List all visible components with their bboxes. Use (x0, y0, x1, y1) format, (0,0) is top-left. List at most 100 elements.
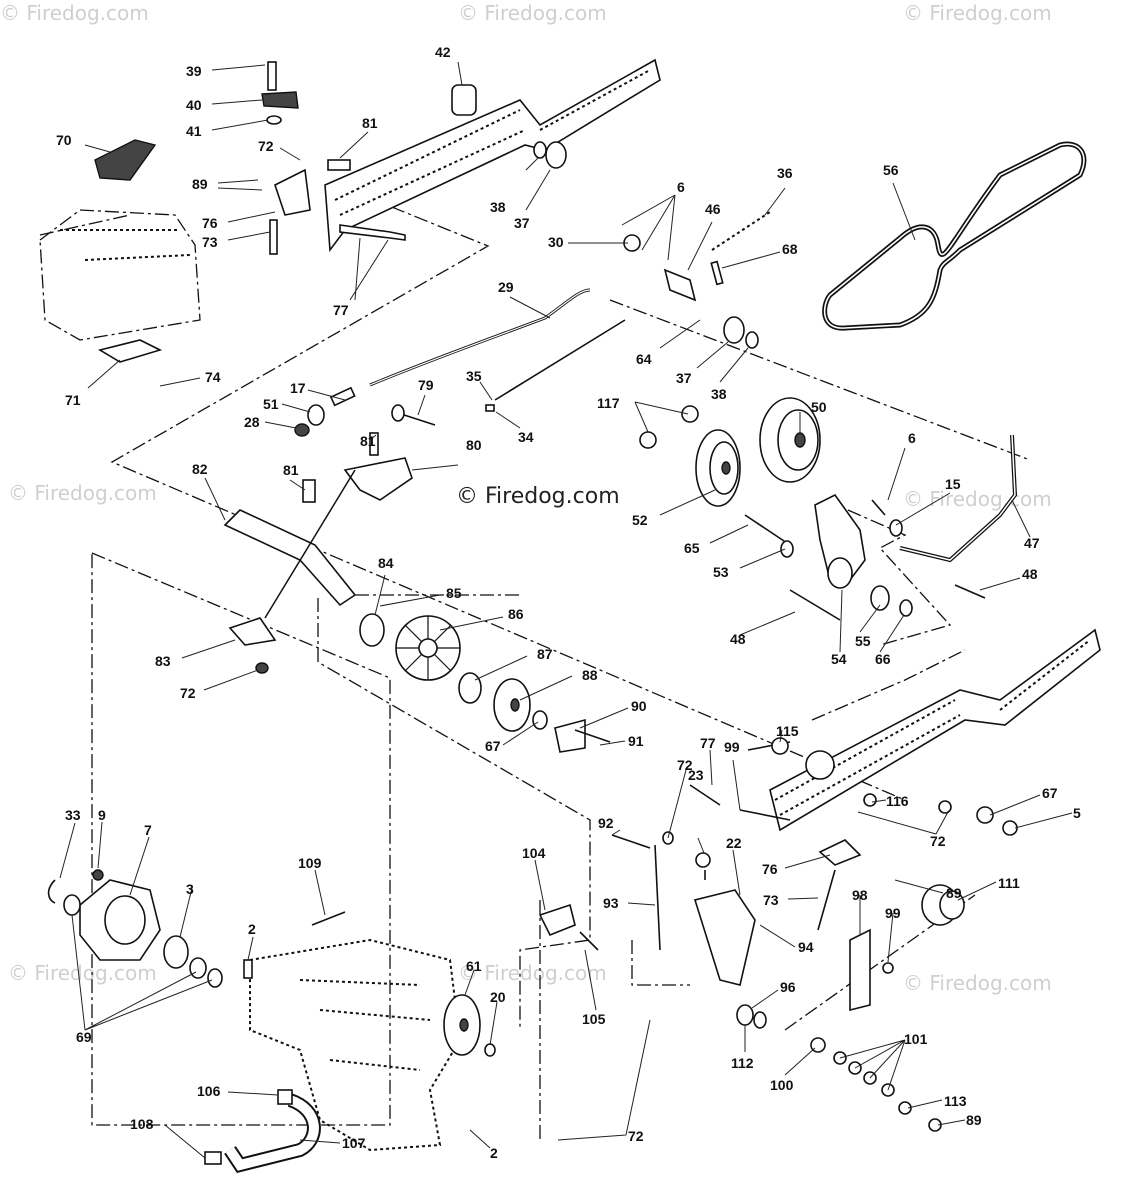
callout-2: 2 (490, 1145, 498, 1161)
callout-72: 72 (677, 757, 693, 773)
callout-23: 23 (688, 767, 704, 783)
callout-41: 41 (186, 123, 202, 139)
callout-77: 77 (700, 735, 716, 751)
callout-48: 48 (730, 631, 746, 647)
boundary-line-upper (110, 187, 906, 801)
callout-73: 73 (763, 892, 779, 908)
washers-96-112 (736, 1004, 767, 1029)
watermark-text: © Firedog.com (0, 1, 149, 25)
seat-clip (94, 139, 157, 181)
callout-6: 6 (677, 179, 685, 195)
callout-87: 87 (537, 646, 553, 662)
callout-73: 73 (202, 234, 218, 250)
callout-111: 111 (998, 875, 1020, 891)
bracket-98 (849, 928, 894, 1012)
shift-bracket (269, 159, 351, 255)
callout-89: 89 (966, 1112, 982, 1128)
watermark-text: © Firedog.com (8, 961, 157, 985)
callout-66: 66 (875, 651, 891, 667)
bracket-83 (228, 617, 277, 674)
transaxle-housing (249, 938, 462, 1152)
callout-2: 2 (248, 921, 256, 937)
callout-50: 50 (811, 399, 827, 415)
rod-35 (485, 319, 626, 412)
callout-36: 36 (777, 165, 793, 181)
fan-86 (395, 615, 461, 681)
callout-85: 85 (446, 585, 462, 601)
callout-40: 40 (186, 97, 202, 113)
watermark-text: © Firedog.com (458, 1, 607, 25)
callout-91: 91 (628, 733, 644, 749)
drive-belt (822, 141, 1087, 331)
nuts-117 (639, 405, 699, 449)
callout-94: 94 (798, 939, 814, 955)
callout-101: 101 (904, 1031, 928, 1047)
callout-70: 70 (56, 132, 72, 148)
callout-98: 98 (852, 887, 868, 903)
bolt-stack-top (261, 61, 299, 125)
deck-panel (39, 209, 201, 341)
callout-76: 76 (762, 861, 778, 877)
washers-37-38-upper (533, 141, 567, 169)
callout-108: 108 (130, 1116, 154, 1132)
hub-87 (458, 672, 482, 704)
callout-38: 38 (711, 386, 727, 402)
washers-37-38-lower (723, 316, 759, 349)
watermark-text: © Firedog.com (903, 971, 1052, 995)
callout-115: 115 (776, 723, 799, 739)
callout-77: 77 (333, 302, 349, 318)
callout-52: 52 (632, 512, 648, 528)
callout-72: 72 (930, 833, 946, 849)
callout-89: 89 (946, 885, 962, 901)
callout-89: 89 (192, 176, 208, 192)
callout-109: 109 (298, 855, 322, 871)
key-2 (243, 959, 253, 979)
callout-92: 92 (598, 815, 614, 831)
callout-81: 81 (362, 115, 378, 131)
washers-69-3 (47, 879, 223, 988)
bolts-48-65 (744, 499, 986, 621)
callout-33: 33 (65, 807, 81, 823)
callout-112: 112 (731, 1055, 754, 1071)
callout-99: 99 (885, 905, 901, 921)
assembly-boundaries (39, 187, 1031, 1140)
callout-5: 5 (1073, 805, 1081, 821)
callout-113: 113 (944, 1093, 967, 1109)
pin-109 (311, 911, 346, 926)
callout-96: 96 (780, 979, 796, 995)
bolt-79 (391, 404, 436, 426)
hose-107 (204, 1089, 321, 1173)
boundary-line-fan (317, 598, 591, 1030)
callout-68: 68 (782, 241, 798, 257)
pulley-52 (695, 429, 741, 507)
callout-107: 107 (342, 1135, 366, 1151)
callout-53: 53 (713, 564, 729, 580)
callout-74: 74 (205, 369, 221, 385)
callout-61: 61 (466, 958, 482, 974)
pulley-50 (759, 397, 821, 483)
plate-bracket (97, 339, 163, 363)
callout-93: 93 (603, 895, 619, 911)
callout-39: 39 (186, 63, 202, 79)
callout-84: 84 (378, 555, 394, 571)
pulley-88 (493, 678, 531, 732)
boundary-line-deck (39, 214, 131, 236)
callout-99: 99 (724, 739, 740, 755)
callout-42: 42 (435, 44, 451, 60)
callout-88: 88 (582, 667, 598, 683)
callout-3: 3 (186, 881, 194, 897)
callout-90: 90 (631, 698, 647, 714)
callout-48: 48 (1022, 566, 1038, 582)
watermark-text: © Firedog.com (903, 487, 1052, 511)
callout-46: 46 (705, 201, 721, 217)
callout-37: 37 (676, 370, 692, 386)
callout-116: 116 (886, 793, 909, 809)
callout-47: 47 (1024, 535, 1040, 551)
callout-34: 34 (518, 429, 534, 445)
bracket-80 (343, 457, 413, 501)
callout-79: 79 (418, 377, 434, 393)
boundary-box-transaxle (91, 552, 391, 1126)
callout-6: 6 (908, 430, 916, 446)
link-93 (611, 831, 674, 951)
